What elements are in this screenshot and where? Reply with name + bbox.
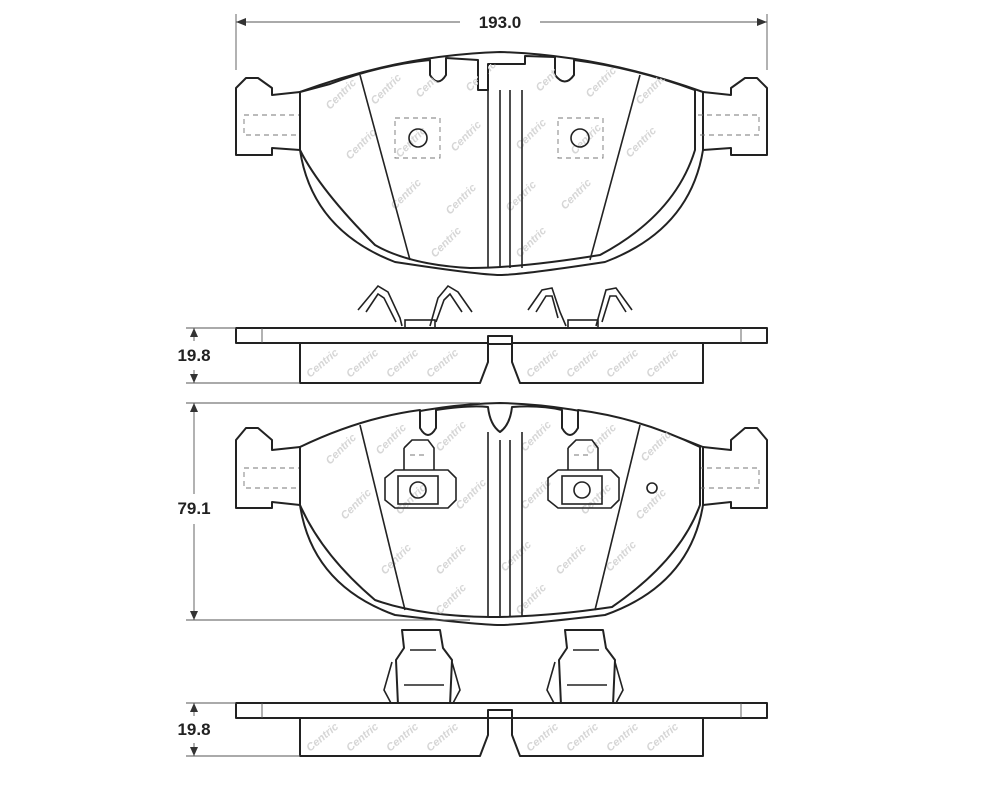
thickness-bottom-label: 19.8 xyxy=(177,720,210,739)
width-dimension: 193.0 xyxy=(235,13,768,70)
thickness-dimension-top: 19.8 xyxy=(177,327,300,384)
pad-height-dimension: 79.1 xyxy=(177,402,480,621)
pad-height-label: 79.1 xyxy=(177,499,210,518)
backing-plate-side-bottom xyxy=(235,702,768,719)
thickness-top-label: 19.8 xyxy=(177,346,210,365)
width-dimension-label: 193.0 xyxy=(479,13,522,32)
clips-bottom xyxy=(383,629,624,706)
clips-top xyxy=(357,284,633,329)
thickness-dimension-bottom: 19.8 xyxy=(177,702,300,757)
friction-pad-bottom: Centric Centric Centric Centric Centric … xyxy=(299,405,701,618)
friction-edge-top: Centric Centric Centric Centric Centric … xyxy=(299,342,704,384)
friction-edge-bottom: Centric Centric Centric Centric Centric … xyxy=(299,717,704,757)
pad-clip-mount-left xyxy=(384,439,457,509)
friction-pad-top: Centric Centric Centric Centric Centric … xyxy=(299,55,696,269)
backing-plate-side-top xyxy=(235,327,768,345)
pad-clip-mount-right xyxy=(547,439,620,509)
